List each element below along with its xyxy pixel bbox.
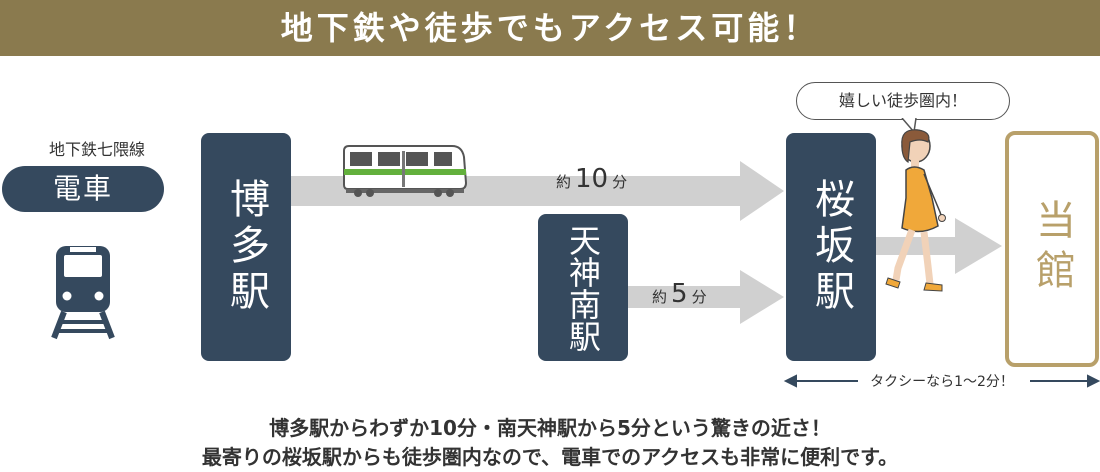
line-name: 地下鉄七隈線 xyxy=(48,140,145,159)
destination-hotel: 当館 xyxy=(1005,131,1099,367)
header-bar xyxy=(0,0,1100,56)
station-tenjin-minami: 天神南駅 xyxy=(538,214,628,361)
station-hakata-label: 博多駅 xyxy=(223,178,269,316)
walking-woman-icon xyxy=(885,129,946,292)
arrow-sakurazaka-to-hotel xyxy=(876,218,1002,274)
walk-speech-bubble: 嬉しい徒歩圏内！ xyxy=(796,82,1010,120)
train-front-icon xyxy=(51,246,115,340)
footer-line-2: 最寄りの桜坂駅からも徒歩圏内なので、電車でのアクセスも非常に便利です。 xyxy=(201,445,899,469)
footer-line-1: 博多駅からわずか10分・南天神駅から5分という驚きの近さ！ xyxy=(269,416,831,440)
time-prefix: 約 xyxy=(652,288,668,306)
station-sakurazaka-label: 桜坂駅 xyxy=(808,178,854,316)
time-unit: 分 xyxy=(691,288,707,306)
taxi-note-text: タクシーなら1〜2分！ xyxy=(870,374,1014,390)
station-hakata: 博多駅 xyxy=(201,133,291,361)
time-unit: 分 xyxy=(612,173,628,191)
station-sakurazaka: 桜坂駅 xyxy=(786,133,876,361)
train-side-icon xyxy=(343,145,468,197)
page-title: 地下鉄や徒歩でもアクセス可能！ xyxy=(280,9,820,47)
station-tenjin-minami-label: 天神南駅 xyxy=(564,223,602,352)
train-badge: 電車 xyxy=(2,166,164,212)
time-prefix: 約 xyxy=(556,173,572,191)
time-value: 10 xyxy=(575,164,609,194)
time-value: 5 xyxy=(671,279,688,309)
destination-hotel-label: 当館 xyxy=(1029,199,1075,299)
taxi-note: タクシーなら1〜2分！ xyxy=(784,371,1100,393)
arrow-tenjin-to-sakurazaka xyxy=(628,270,784,324)
